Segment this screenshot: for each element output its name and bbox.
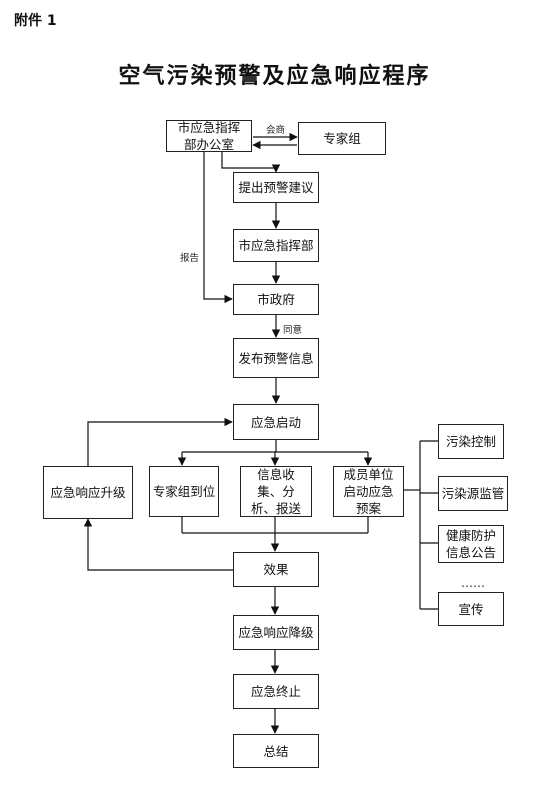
node-health-notice: 健康防护信息公告	[438, 525, 504, 563]
edge-label-agree: 同意	[283, 325, 303, 336]
node-publish: 发布预警信息	[233, 338, 319, 378]
attachment-label: 附件 1	[14, 13, 57, 29]
edge-office-to-propose	[221, 152, 281, 173]
node-source-monitor: 污染源监管	[438, 476, 508, 511]
node-pollution-control: 污染控制	[438, 424, 504, 459]
edge-effect-to-upgrade	[83, 518, 233, 571]
node-experts-arrive: 专家组到位	[149, 466, 219, 517]
node-start: 应急启动	[233, 404, 319, 440]
edge-office-to-gov	[203, 152, 233, 304]
node-publicity: 宣传	[438, 592, 504, 626]
edge-label-consult: 会商	[266, 125, 286, 136]
node-office: 市应急指挥部办公室	[166, 120, 252, 152]
edge-upgrade-to-start	[87, 417, 233, 466]
page-title: 空气污染预警及应急响应程序	[118, 63, 431, 89]
node-effect: 效果	[233, 552, 319, 587]
node-gov: 市政府	[233, 284, 319, 315]
node-members: 成员单位启动应急预案	[333, 466, 404, 517]
measures-ellipsis: ……	[461, 576, 485, 590]
node-summary: 总结	[233, 734, 319, 768]
node-downgrade: 应急响应降级	[233, 615, 319, 650]
node-hq: 市应急指挥部	[233, 229, 319, 262]
node-experts: 专家组	[298, 122, 386, 155]
node-propose: 提出预警建议	[233, 172, 319, 203]
node-upgrade: 应急响应升级	[43, 466, 133, 519]
node-end: 应急终止	[233, 674, 319, 709]
edge-label-report: 报告	[180, 253, 200, 264]
node-info: 信息收集、分析、报送	[240, 466, 312, 517]
